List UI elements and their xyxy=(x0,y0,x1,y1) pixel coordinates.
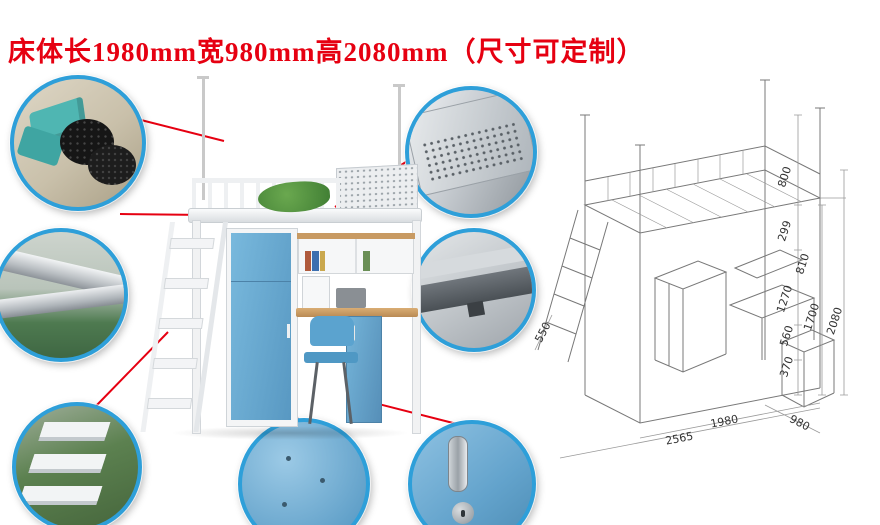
net-pole-right-cap xyxy=(393,84,405,87)
dimension-lines xyxy=(534,114,848,459)
dim-label-299: 299 xyxy=(775,219,794,243)
net-pole-left xyxy=(202,78,205,200)
floor-shadow xyxy=(170,426,410,440)
handle-and-lock-detail-photo xyxy=(408,420,536,525)
door-handle-shape xyxy=(448,436,468,492)
dim-label-1270: 1270 xyxy=(774,284,795,315)
dim-label-2080: 2080 xyxy=(824,306,845,337)
screw-dot xyxy=(286,456,291,461)
wardrobe-handle xyxy=(287,324,290,338)
cabinet-lines xyxy=(653,260,728,373)
deck-slats-and-balusters xyxy=(607,150,803,229)
dim-label-2565: 2565 xyxy=(664,430,694,448)
screw-dot xyxy=(320,478,325,483)
dim-label-980: 980 xyxy=(787,412,812,433)
ladder-step-shape xyxy=(19,486,103,501)
wardrobe-door-seam xyxy=(231,281,291,282)
ladder-step-detail-photo xyxy=(12,402,142,525)
book xyxy=(305,251,311,271)
book xyxy=(363,251,370,271)
ladder-lines xyxy=(537,209,609,363)
ladder-step xyxy=(152,358,198,369)
ladder-step xyxy=(163,278,210,289)
perforation-dots xyxy=(420,120,526,184)
net-pole-right xyxy=(398,86,401,214)
desktop-computer xyxy=(302,276,330,310)
chair-leg xyxy=(308,362,319,424)
beam-hook-shape xyxy=(466,300,486,318)
net-pole-left-cap xyxy=(197,76,209,79)
ladder-step xyxy=(157,318,204,329)
dim-label-560: 560 xyxy=(777,324,796,348)
dim-label-370: 370 xyxy=(777,355,796,379)
dim-label-1980: 1980 xyxy=(709,413,739,431)
ladder-step-shape xyxy=(29,454,107,469)
chair-seat xyxy=(304,352,358,363)
steel-tube-shape-2 xyxy=(0,282,124,321)
beam-bracket-detail-photo xyxy=(412,228,536,352)
desk-and-side-cabinet-lines xyxy=(728,249,836,408)
dim-label-810: 810 xyxy=(793,252,812,276)
rubber-foot-shape-2 xyxy=(88,145,136,185)
hutch-wood-top xyxy=(297,233,415,239)
ladder xyxy=(140,222,228,432)
bookshelf-hutch xyxy=(297,233,415,274)
page-title: 床体长1980mm宽980mm高2080mm（尺寸可定制） xyxy=(8,37,645,68)
dim-label-800: 800 xyxy=(775,165,794,189)
ladder-step xyxy=(146,398,193,409)
keyhole-shape xyxy=(461,510,465,517)
desk-top xyxy=(296,308,418,317)
wardrobe xyxy=(226,228,298,427)
dark-item-on-desk xyxy=(336,288,366,308)
door-panel-detail-photo xyxy=(238,418,370,525)
ladder-step-shape xyxy=(39,422,111,437)
ladder-step xyxy=(169,238,215,249)
foot-pad-detail-photo xyxy=(10,75,146,211)
hutch-divider xyxy=(355,239,357,273)
wardrobe-door xyxy=(231,233,291,420)
screw-dot xyxy=(282,502,287,507)
book xyxy=(320,251,325,271)
dim-label-1700: 1700 xyxy=(801,302,822,333)
perforated-panel-detail-photo xyxy=(405,86,537,218)
dimension-drawing: 800 299 810 1270 1700 2080 560 370 550 2… xyxy=(532,79,848,459)
chair-backrest xyxy=(310,316,354,346)
steel-tube-joint-detail-photo xyxy=(0,228,128,362)
book xyxy=(312,251,319,271)
product-photo xyxy=(140,70,435,445)
bed-leg-right xyxy=(412,220,421,434)
